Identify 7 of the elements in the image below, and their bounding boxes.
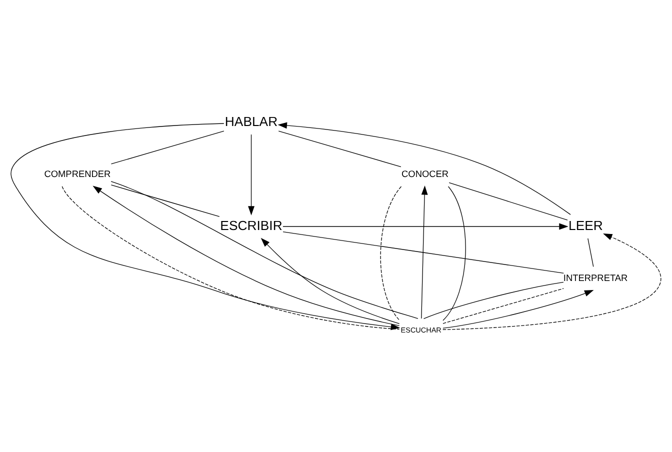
node-text: CONOCER bbox=[402, 168, 449, 178]
node-text: HABLAR bbox=[224, 113, 278, 128]
node-text: ESCUCHAR bbox=[400, 324, 442, 334]
node-text: COMPRENDER bbox=[44, 168, 111, 178]
node-text: LEER bbox=[568, 217, 603, 232]
node-text: INTERPRETAR bbox=[563, 272, 628, 282]
node-text: ESCRIBIR bbox=[220, 217, 282, 232]
